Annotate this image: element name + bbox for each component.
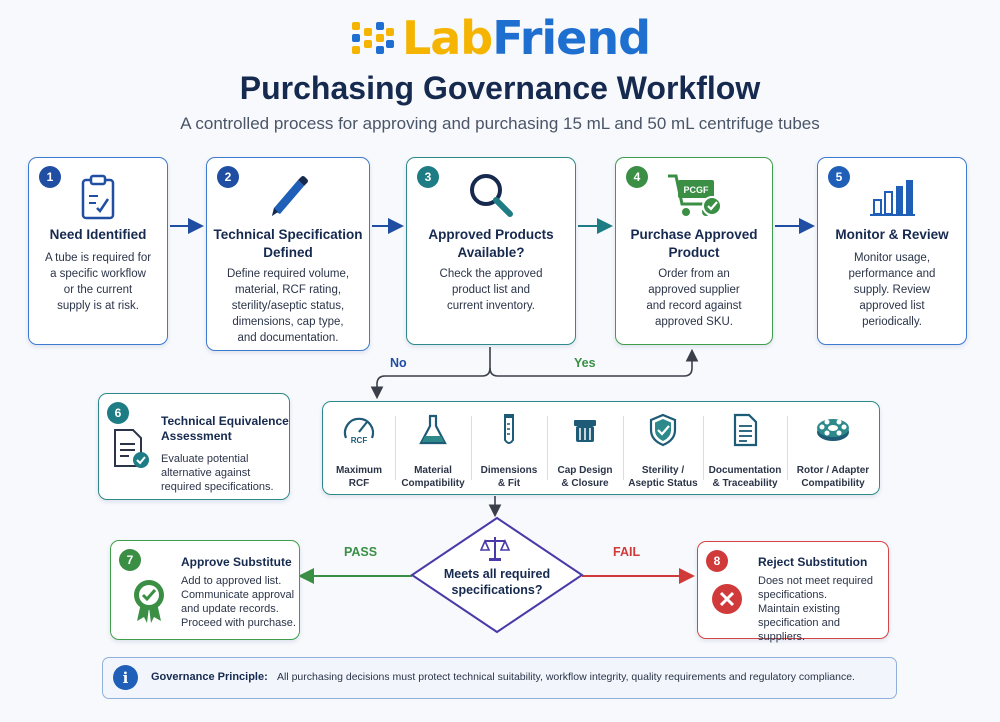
test-tube-icon [504, 414, 514, 444]
step-7-number: 7 [119, 549, 141, 571]
logo-text-friend: Friend [492, 11, 651, 65]
logo-wordmark: LabFriend [402, 15, 651, 61]
step-1-card: 1 Need Identified A tube is required for… [28, 157, 168, 345]
info-icon: i [113, 665, 138, 690]
logo-mark-icon [351, 22, 394, 54]
pencil-icon [272, 176, 308, 216]
branch-label-fail: FAIL [613, 545, 641, 559]
criterion-label: Cap Design& Closure [557, 465, 613, 489]
award-icon [134, 580, 164, 623]
governance-label: Governance Principle: [151, 671, 268, 683]
arrow-no-branch [370, 347, 491, 400]
step-3-number: 3 [417, 166, 439, 188]
document-check-icon [114, 429, 149, 468]
reject-title: Reject Substitution [758, 555, 868, 569]
step-1-number: 1 [39, 166, 61, 188]
cart-icon: PCGF [668, 174, 722, 216]
criterion-label: Documentation& Traceability [708, 465, 782, 489]
criterion-cap: Cap Design& Closure [547, 410, 623, 489]
criterion-documentation: Documentation& Traceability [703, 410, 787, 489]
step-8-card: 8 Reject Substitution Does not meet requ… [697, 541, 889, 643]
criterion-sterility: Sterility /Aseptic Status [623, 410, 703, 489]
governance-text: All purchasing decisions must protect te… [277, 671, 855, 683]
logo: LabFriend [0, 8, 1000, 68]
rotor-icon [817, 419, 849, 441]
step-2-number: 2 [217, 166, 239, 188]
step-5-title: Monitor & Review [835, 227, 949, 242]
branch-label-pass: PASS [344, 545, 378, 559]
scales-icon [480, 537, 510, 561]
step-2-text: Define required volume,material, RCF rat… [226, 268, 350, 344]
arrow-yes-branch [489, 348, 699, 377]
step-5-number: 5 [828, 166, 850, 188]
branch-label-no: No [390, 356, 407, 370]
criteria-divider [395, 416, 396, 480]
page-subtitle: A controlled process for approving and p… [180, 114, 820, 133]
step-4-number: 4 [626, 166, 648, 188]
step-1-title: Need Identified [49, 227, 147, 242]
criteria-divider [703, 416, 704, 480]
bar-chart-icon [870, 180, 915, 216]
cap-icon [574, 420, 596, 442]
step-5-card: 5 Monitor & Review Monitor usage,perform… [817, 157, 967, 345]
criterion-label: Sterility /Aseptic Status [628, 465, 698, 489]
cart-label: PCGF [683, 185, 709, 195]
step-8-number: 8 [706, 550, 728, 572]
page-title: Purchasing Governance Workflow [239, 70, 761, 106]
approve-text: Add to approved list.Communicate approva… [181, 575, 296, 629]
document-icon [733, 413, 758, 447]
logo-text-lab: Lab [401, 11, 493, 65]
criteria-divider [623, 416, 624, 480]
governance-principle-banner: i Governance Principle: All purchasing d… [102, 657, 897, 699]
decision-diamond [410, 516, 584, 634]
step-6-number: 6 [107, 402, 129, 424]
branch-label-yes: Yes [574, 356, 596, 370]
step-7-card: 7 Approve Substitute Add to approved lis… [110, 540, 300, 640]
criterion-dimensions: Dimensions& Fit [471, 410, 547, 489]
x-circle-icon [712, 584, 742, 614]
gauge-icon: RCF [343, 417, 375, 445]
criterion-label: Dimensions& Fit [480, 465, 538, 489]
approve-title: Approve Substitute [181, 555, 292, 569]
clipboard-icon [81, 174, 115, 220]
criteria-divider [787, 416, 788, 480]
magnifier-icon [470, 174, 513, 217]
gauge-text: RCF [351, 436, 368, 445]
criteria-divider [547, 416, 548, 480]
criteria-divider [471, 416, 472, 480]
shield-check-icon [649, 413, 677, 447]
flask-icon [419, 414, 447, 445]
